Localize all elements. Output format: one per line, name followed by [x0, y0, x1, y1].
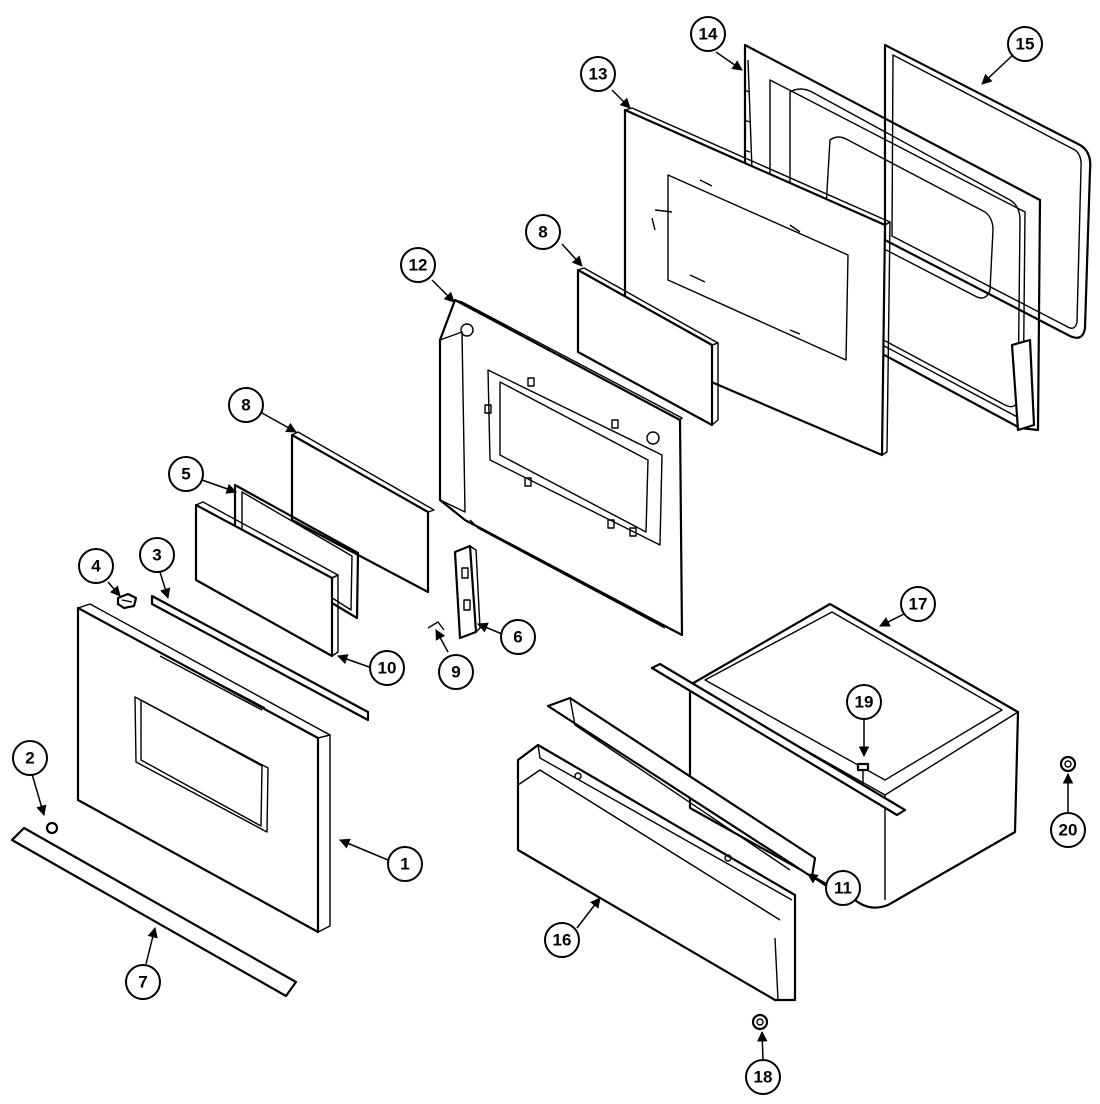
svg-text:3: 3	[152, 546, 161, 565]
part-nut-20	[1059, 755, 1077, 773]
part-inner-glass	[194, 501, 339, 658]
svg-text:10: 10	[378, 659, 397, 678]
callout-18: 18	[745, 1059, 781, 1095]
part-drawer-trim	[546, 696, 817, 879]
part-drawer-front	[516, 743, 797, 1002]
callout-4: 4	[78, 548, 114, 584]
part-inner-door-panel	[743, 43, 1042, 432]
part-clip-9	[427, 621, 445, 631]
svg-text:8: 8	[538, 223, 547, 242]
svg-text:4: 4	[91, 557, 101, 576]
svg-text:7: 7	[138, 973, 147, 992]
callout-13: 13	[580, 56, 616, 92]
part-nut-18	[751, 1013, 769, 1031]
svg-text:16: 16	[553, 931, 572, 950]
callout-9: 9	[438, 654, 474, 690]
callout-8-upper: 8	[525, 214, 561, 250]
callout-15: 15	[1007, 26, 1043, 62]
part-fastener-2	[45, 821, 59, 835]
part-outer-door-panel	[623, 107, 891, 457]
callout-10: 10	[369, 650, 405, 686]
part-screw-4	[116, 592, 138, 610]
callout-11: 11	[825, 870, 861, 906]
svg-text:2: 2	[25, 749, 34, 768]
part-outer-door	[76, 603, 331, 934]
callout-6: 6	[500, 619, 536, 655]
svg-text:9: 9	[451, 663, 460, 682]
callout-1: 1	[387, 846, 423, 882]
leader-lines	[31, 51, 1074, 1061]
callout-2: 2	[12, 740, 48, 776]
callout-7: 7	[125, 964, 161, 1000]
callout-12: 12	[400, 247, 436, 283]
svg-text:11: 11	[834, 879, 852, 898]
part-trim-strip	[150, 594, 370, 722]
part-upper-door-glass	[576, 267, 719, 427]
part-lower-door-glass	[290, 431, 435, 594]
part-door-gasket	[883, 43, 1092, 339]
callout-17: 17	[900, 586, 936, 622]
svg-text:17: 17	[909, 595, 928, 614]
callout-3: 3	[139, 537, 175, 573]
svg-text:18: 18	[754, 1068, 773, 1087]
callout-19: 19	[846, 684, 882, 720]
svg-text:12: 12	[409, 256, 428, 275]
svg-text:5: 5	[181, 465, 190, 484]
part-hinge-bracket	[453, 544, 481, 640]
svg-text:19: 19	[855, 693, 874, 712]
svg-text:1: 1	[400, 855, 409, 874]
part-door-liner	[438, 298, 684, 637]
svg-text:20: 20	[1059, 821, 1078, 840]
callout-8-lower: 8	[228, 387, 264, 423]
callout-14: 14	[690, 16, 726, 52]
callout-16: 16	[544, 922, 580, 958]
svg-text:15: 15	[1016, 35, 1035, 54]
svg-text:8: 8	[241, 396, 250, 415]
part-door-handle	[10, 826, 298, 998]
callout-5: 5	[168, 456, 204, 492]
callout-20: 20	[1050, 812, 1086, 848]
svg-text:6: 6	[513, 628, 522, 647]
svg-text:14: 14	[699, 25, 718, 44]
svg-text:13: 13	[589, 65, 608, 84]
part-screw-19	[856, 762, 870, 784]
